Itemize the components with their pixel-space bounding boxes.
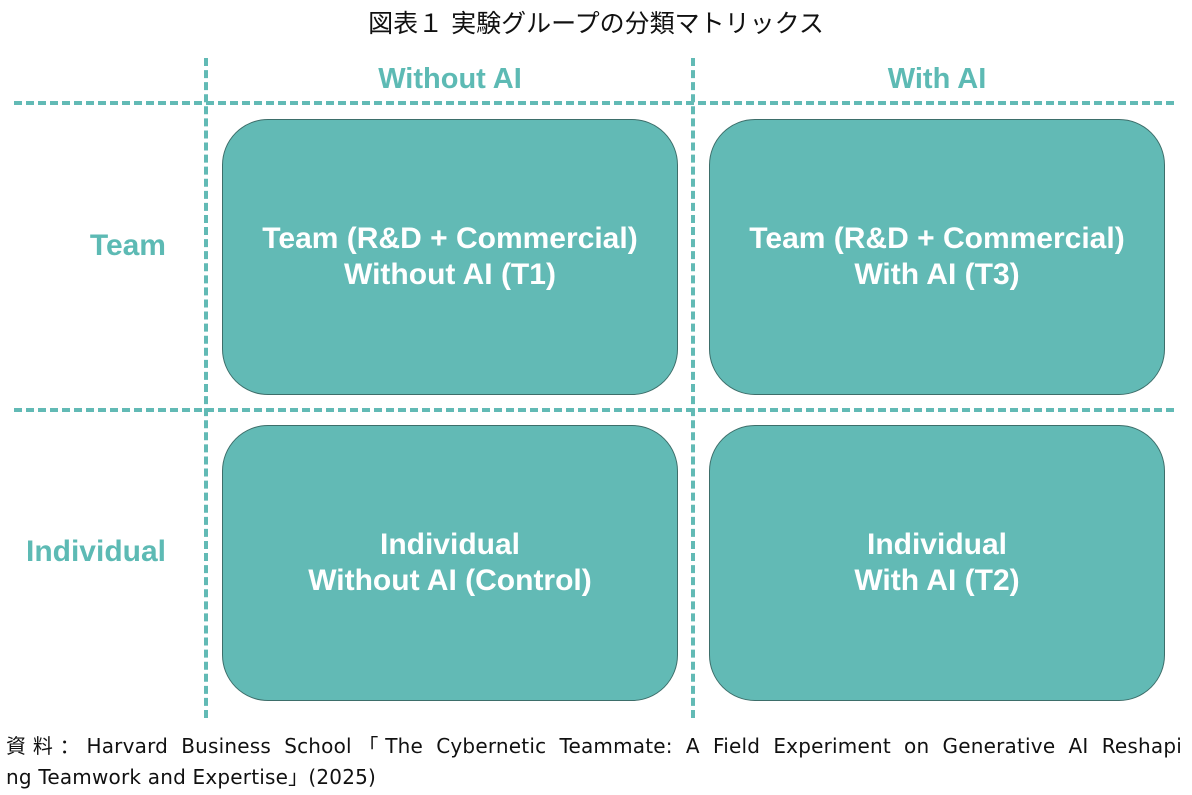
cell-line-2: With AI (T2) [854, 564, 1020, 597]
cell-line-1: Individual [379, 528, 520, 561]
column-header-without-ai: Without AI [378, 63, 522, 95]
column-header-with-ai: With AI [887, 63, 987, 95]
grid-line-horizontal-middle [14, 408, 1174, 412]
cell-line-1: Individual [866, 528, 1007, 561]
cell-line-2: Without AI (T1) [344, 258, 556, 291]
row-header-team: Team [89, 229, 166, 262]
grid-line-vertical-middle [691, 58, 695, 718]
figure-title: 図表１ 実験グループの分類マトリックス [368, 9, 824, 38]
cell-line-2: With AI (T3) [854, 258, 1020, 291]
cell-individual-without-ai: Individual Without AI (Control) [222, 425, 678, 701]
cell-individual-with-ai: Individual With AI (T2) [709, 425, 1165, 701]
grid-line-vertical-left [204, 58, 208, 718]
cell-line-2: Without AI (Control) [308, 564, 592, 597]
source-caption-line-2: ng Teamwork and Expertise」(2025) [6, 765, 377, 789]
cell-team-without-ai: Team (R&D + Commercial) Without AI (T1) [222, 119, 678, 395]
cell-line-1: Team (R&D + Commercial) [262, 222, 638, 255]
source-caption-line-1: 資料：Harvard Business School「The Cyberneti… [6, 734, 1182, 758]
cell-team-with-ai: Team (R&D + Commercial) With AI (T3) [709, 119, 1165, 395]
cell-line-1: Team (R&D + Commercial) [749, 222, 1125, 255]
row-header-individual: Individual [25, 535, 166, 568]
grid-line-horizontal-top [14, 101, 1174, 105]
